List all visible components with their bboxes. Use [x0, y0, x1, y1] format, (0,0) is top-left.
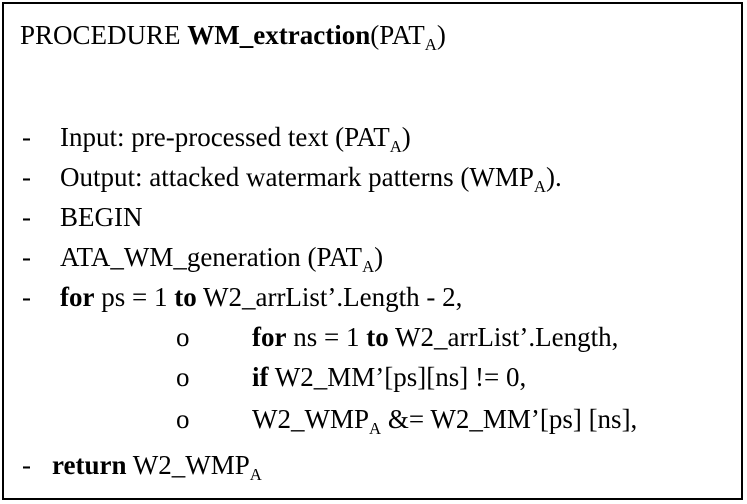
call-text: ATA_WM_generation (PATA)	[60, 242, 384, 276]
output-text: Output: attacked watermark patterns (WMP…	[60, 162, 562, 196]
procedure-name: WM_extraction	[187, 20, 371, 50]
if-text: if W2_MM’[ps][ns] != 0,	[252, 362, 527, 392]
procedure-signature: PROCEDURE WM_extraction(PATA)	[20, 18, 446, 54]
for-inner-text: for ns = 1 to W2_arrList’.Length,	[252, 322, 619, 352]
procedure-param: (PAT	[370, 20, 425, 50]
procedure-keyword: PROCEDURE	[20, 20, 181, 50]
dash-marker: -	[22, 450, 31, 480]
dash-marker: -	[22, 242, 31, 272]
return-text: return W2_WMPA	[52, 450, 262, 484]
circle-bullet: o	[176, 322, 190, 352]
input-text: Input: pre-processed text (PATA)	[60, 122, 411, 156]
circle-bullet: o	[176, 404, 190, 434]
dash-marker: -	[22, 122, 31, 152]
dash-marker: -	[22, 282, 31, 312]
dash-marker: -	[22, 162, 31, 192]
procedure-param-close: )	[436, 20, 446, 50]
dash-marker: -	[22, 202, 31, 232]
begin-text: BEGIN	[60, 202, 143, 232]
assign-text: W2_WMPA &= W2_MM’[ps] [ns],	[252, 404, 638, 438]
for-outer-text: for ps = 1 to W2_arrList’.Length - 2,	[60, 282, 463, 312]
circle-bullet: o	[176, 362, 190, 392]
procedure-param-subscript: A	[424, 34, 437, 54]
